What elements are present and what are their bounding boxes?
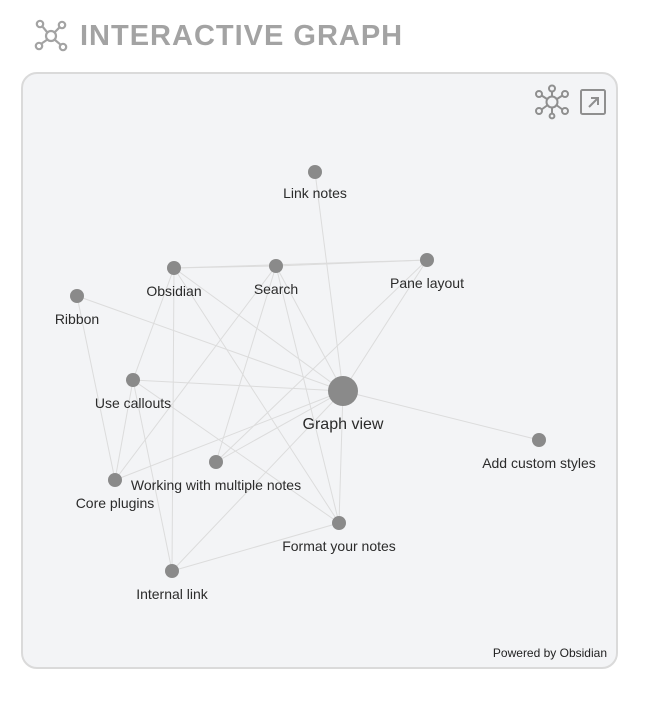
graph-edge: [215, 390, 344, 463]
graph-edge: [173, 267, 344, 392]
graph-edge: [173, 267, 340, 524]
graph-edge: [171, 522, 340, 572]
graph-node-dot[interactable]: [269, 259, 283, 273]
graph-edge: [275, 259, 428, 267]
page-header: INTERACTIVE GRAPH: [34, 16, 403, 56]
graph-node-label: Link notes: [283, 185, 347, 201]
graph-node-label: Working with multiple notes: [131, 477, 301, 493]
graph-node-label: Obsidian: [146, 283, 201, 299]
graph-node-pane-layout[interactable]: Pane layout: [390, 253, 464, 291]
graph-edge: [132, 379, 340, 524]
graph-node-dot[interactable]: [332, 516, 346, 530]
graph-edge: [215, 265, 277, 463]
graph-node-dot[interactable]: [167, 261, 181, 275]
graph-edge: [114, 379, 134, 481]
graph-node-dot[interactable]: [532, 433, 546, 447]
graph-node-dot[interactable]: [308, 165, 322, 179]
powered-by-label: Powered by Obsidian: [492, 646, 607, 660]
graph-edge: [275, 265, 344, 392]
graph-edge: [114, 265, 277, 481]
graph-node-label: Format your notes: [282, 538, 396, 554]
graph-node-dot[interactable]: [420, 253, 434, 267]
graph-node-dot[interactable]: [165, 564, 179, 578]
graph-node-search[interactable]: Search: [254, 259, 298, 297]
graph-node-dot[interactable]: [70, 289, 84, 303]
graph-node-dot[interactable]: [328, 376, 358, 406]
graph-icon: [534, 84, 570, 120]
global-graph-button[interactable]: [534, 84, 570, 120]
open-external-icon: [579, 84, 607, 120]
graph-edge: [338, 390, 344, 524]
graph-node-dot[interactable]: [108, 473, 122, 487]
graph-edge: [215, 259, 428, 463]
graph-edge: [314, 171, 344, 392]
graph-edge: [76, 295, 116, 481]
graph-node-use-callouts[interactable]: Use callouts: [95, 373, 171, 411]
graph-node-label: Internal link: [136, 586, 209, 602]
graph-node-label: Pane layout: [390, 275, 464, 291]
graph-node-working-with-multiple-notes[interactable]: Working with multiple notes: [131, 455, 301, 493]
graph-node-core-plugins[interactable]: Core plugins: [76, 473, 155, 511]
graph-edge: [132, 379, 173, 572]
graph-node-label: Use callouts: [95, 395, 171, 411]
graph-node-internal-link[interactable]: Internal link: [136, 564, 209, 602]
graph-edge: [132, 379, 344, 392]
graph-node-label: Graph view: [303, 416, 384, 433]
graph-node-label: Ribbon: [55, 311, 99, 327]
graph-icon: [34, 19, 68, 53]
graph-node-dot[interactable]: [209, 455, 223, 469]
page-title: INTERACTIVE GRAPH: [80, 19, 404, 52]
graph-node-dot[interactable]: [126, 373, 140, 387]
graph-edge: [132, 267, 175, 381]
graph-node-obsidian[interactable]: Obsidian: [146, 261, 202, 299]
graph-edge: [275, 265, 340, 524]
open-external-button[interactable]: [579, 84, 607, 120]
graph-edge: [342, 259, 428, 392]
graph-node-add-custom-styles[interactable]: Add custom styles: [482, 433, 596, 471]
graph-node-label: Add custom styles: [482, 455, 596, 471]
graph-edge: [171, 390, 344, 572]
graph-node-format-your-notes[interactable]: Format your notes: [282, 516, 396, 554]
graph-edge: [114, 390, 344, 481]
graph-node-link-notes[interactable]: Link notes: [283, 165, 347, 201]
graph-node-label: Search: [254, 281, 298, 297]
graph-node-ribbon[interactable]: Ribbon: [55, 289, 99, 327]
graph-edge: [342, 390, 540, 441]
graph-edge: [76, 295, 344, 392]
graph-node-graph-view[interactable]: Graph view: [303, 376, 384, 433]
graph-edge: [171, 267, 175, 572]
graph-node-label: Core plugins: [76, 495, 155, 511]
graph-edges: [76, 171, 540, 572]
